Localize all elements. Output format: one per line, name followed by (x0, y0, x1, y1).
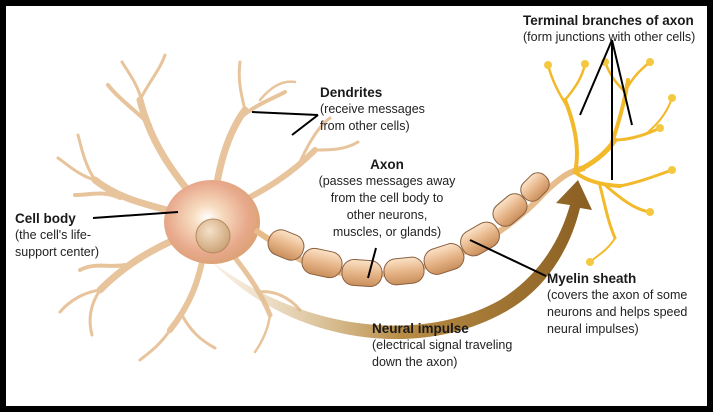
myelin-sheath-title: Myelin sheath (547, 270, 709, 287)
dendrites-title: Dendrites (320, 84, 460, 101)
dendrites-desc: (receive messages from other cells) (320, 101, 460, 135)
neural-impulse-title: Neural impulse (372, 320, 552, 337)
label-cell-body: Cell body (the cell's life- support cent… (15, 210, 135, 261)
label-neural-impulse: Neural impulse (electrical signal travel… (372, 320, 552, 371)
axon-title: Axon (302, 156, 472, 173)
label-dendrites: Dendrites (receive messages from other c… (320, 84, 460, 135)
cell-body-desc: (the cell's life- support center) (15, 227, 135, 261)
label-axon: Axon (passes messages away from the cell… (302, 156, 472, 241)
myelin-sheath-desc: (covers the axon of some neurons and hel… (547, 287, 709, 338)
axon-desc: (passes messages away from the cell body… (302, 173, 472, 241)
cell-body-title: Cell body (15, 210, 135, 227)
terminal-branches-desc: (form junctions with other cells) (523, 29, 707, 46)
label-terminal-branches: Terminal branches of axon (form junction… (523, 12, 707, 46)
neural-impulse-desc: (electrical signal traveling down the ax… (372, 337, 552, 371)
nucleus-shape (196, 219, 230, 253)
label-myelin-sheath: Myelin sheath (covers the axon of some n… (547, 270, 709, 338)
terminal-branches-title: Terminal branches of axon (523, 12, 707, 29)
